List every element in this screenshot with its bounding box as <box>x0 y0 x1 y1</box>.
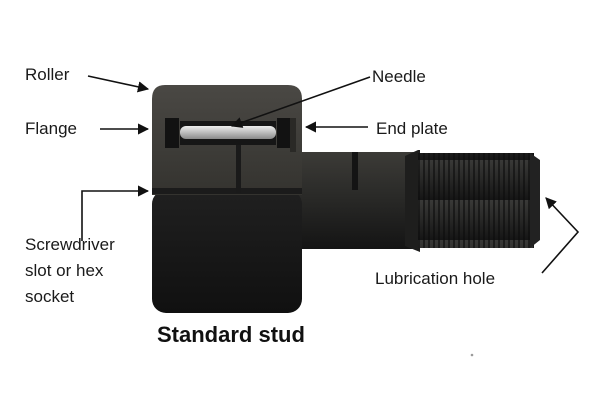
lubrication-arrow <box>541 197 580 274</box>
leader-lines <box>81 75 580 274</box>
label-flange: Flange <box>25 119 77 138</box>
threaded-end <box>418 153 534 248</box>
label-end-plate: End plate <box>376 119 448 138</box>
roller <box>152 85 302 313</box>
label-screwdriver-slot: Screwdriver slot or hex socket <box>25 235 115 306</box>
diagram-caption: Standard stud <box>157 322 305 347</box>
needle-arrow <box>230 76 371 128</box>
label-needle: Needle <box>372 67 426 86</box>
needle-bearing <box>180 126 276 139</box>
label-roller: Roller <box>25 65 70 84</box>
label-lubrication-hole: Lubrication hole <box>375 269 496 288</box>
artifact-dot <box>470 353 474 357</box>
stud <box>290 150 540 252</box>
screwdriver-arrow <box>81 185 150 241</box>
roller-arrow <box>87 75 150 93</box>
